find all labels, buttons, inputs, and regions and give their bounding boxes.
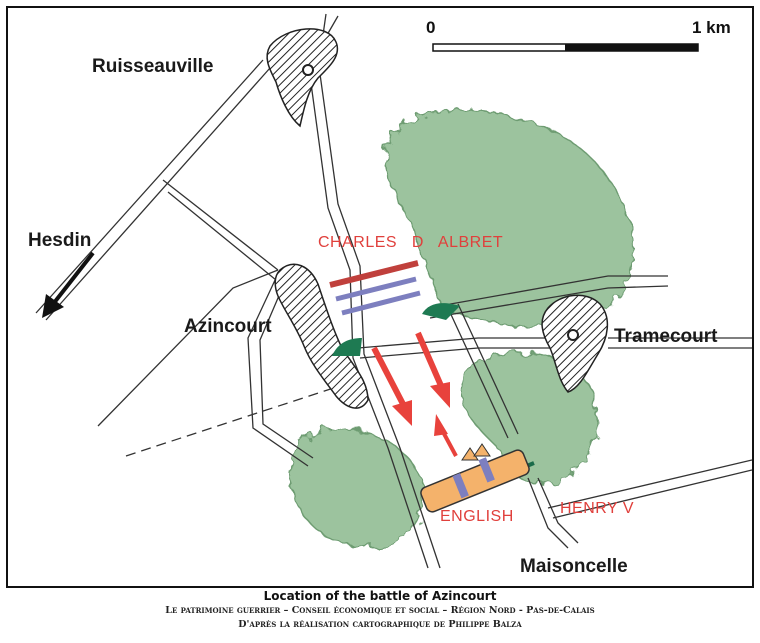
caption-credit-source: Le patrimoine guerrier – Conseil économi… [165,605,595,616]
village-tramecourt-shape [541,294,609,393]
forest-tramecourt [384,109,635,328]
label-english: ENGLISH [440,508,514,525]
road-tramecourt-east [608,337,752,349]
caption-credit-cartography: D'après la réalisation cartographique de… [238,619,522,630]
french-line-blue-1 [335,276,417,302]
place-hesdin: Hesdin [28,230,92,251]
english-archer-tip-2 [473,443,491,457]
battle-map: Ruisseauville Hesdin Azincourt Tramecour… [6,6,754,588]
english-line-orange [420,449,530,513]
place-azincourt: Azincourt [184,316,272,337]
scale-end-label: 1 km [692,18,731,37]
english-archer-2 [478,457,495,483]
english-army [420,443,535,513]
french-line-blue-2 [341,290,421,316]
caption-title: Location of the battle of Azincourt [263,589,497,603]
attack-arrows [371,331,458,457]
place-ruisseauville: Ruisseauville [92,56,214,77]
french-flank-right [422,303,460,320]
road-northeast [427,275,669,319]
roads [35,13,752,569]
label-english-commander: HENRY V [560,500,635,517]
road-west-long [35,59,271,321]
place-maisoncelle: Maisoncelle [520,556,628,577]
village-ruisseauville-shape [266,28,339,128]
hesdin-arrow [42,251,95,318]
village-tramecourt-marker [567,329,579,341]
scale-bar [432,43,699,52]
label-french-commander: CHARLES D ALBRET [318,234,504,251]
french-flank-left [332,338,362,356]
village-ruisseauville-marker [302,64,314,76]
forest-southwest [289,427,424,548]
village-azincourt-shape [274,263,369,409]
road-se-east [547,459,752,519]
road-maisoncelle [527,477,579,549]
map-canvas [35,13,752,569]
road-west-azincourt [247,277,314,467]
road-center-east [447,303,519,439]
french-army [329,260,460,356]
place-tramecourt: Tramecourt [614,326,718,347]
english-archer-tip-1 [461,447,479,461]
villages [266,28,609,409]
road-west-lower [97,269,279,427]
english-archer-1 [452,473,469,499]
map-caption: Location of the battle of Azincourt Le p… [0,588,760,643]
french-line-red [329,260,419,288]
road-ruisseau-azincourt [162,179,279,281]
road-dashed [125,379,359,457]
scale-start-label: 0 [426,18,436,37]
